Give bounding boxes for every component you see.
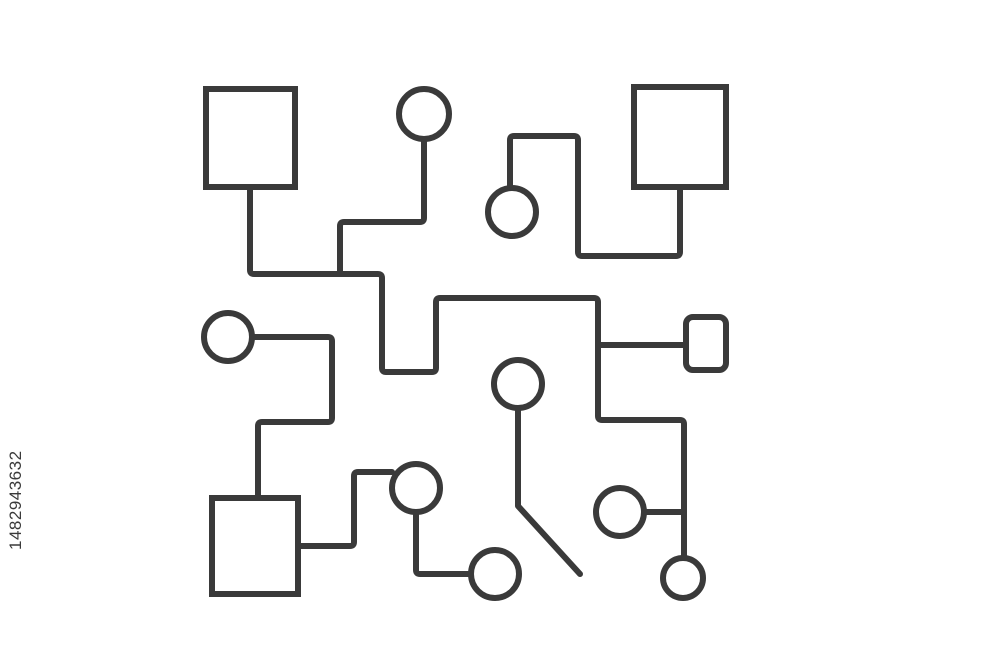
circle-node-right-lower	[593, 485, 647, 539]
circle-node-bottom	[468, 547, 522, 601]
trace-bottom-square-to-circle	[295, 469, 395, 549]
circle-node-top	[396, 86, 452, 142]
trace-top-circle-down	[337, 137, 427, 275]
trace-bottom-circles	[413, 509, 475, 577]
stock-image-id: 1482943632	[6, 450, 25, 550]
circle-node-center	[491, 357, 545, 411]
square-node-bottom-left	[209, 495, 301, 597]
circuit-traces	[247, 133, 689, 577]
trace-center-circle-diagonal	[515, 407, 583, 577]
trace-left-circle-to-bottom-square	[249, 334, 335, 501]
circle-node-upper	[485, 185, 539, 239]
trace-upper-right-loop	[507, 133, 683, 259]
square-node-top-right	[631, 84, 729, 190]
pad-node-right	[683, 314, 729, 373]
circle-node-bottom-middle	[389, 461, 443, 515]
circuit-nodes	[201, 84, 729, 601]
trace-top-left-square-to-hub	[247, 185, 687, 561]
circle-node-bottom-right	[660, 555, 706, 601]
circle-node-left	[201, 310, 255, 364]
square-node-top-left	[203, 86, 298, 190]
